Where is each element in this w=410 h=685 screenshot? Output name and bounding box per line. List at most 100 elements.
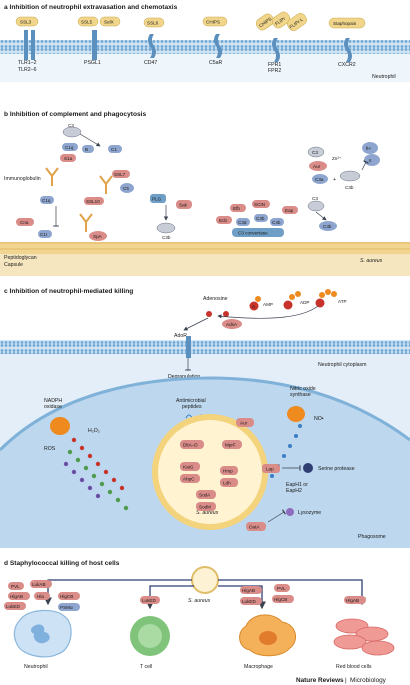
arrow-atp-to-adenosine bbox=[217, 305, 319, 319]
s1a-molecule bbox=[60, 154, 76, 162]
atp-label: ATP bbox=[338, 299, 347, 304]
immunoglobulin-shapes bbox=[45, 167, 113, 232]
journal-separator: | bbox=[345, 677, 347, 684]
dlta-d-label: DltA–D bbox=[183, 443, 198, 448]
aur-c-label: Aur bbox=[240, 421, 248, 426]
s1a-label: S1a bbox=[64, 156, 73, 161]
bacterial-interior-b bbox=[0, 254, 410, 276]
psgl1-receptor bbox=[92, 30, 97, 60]
fh-molecule bbox=[362, 142, 378, 154]
factor-ii bbox=[364, 154, 380, 166]
lysozyme-icon bbox=[286, 508, 294, 516]
c1q-label: C1q bbox=[42, 198, 51, 203]
arrow-c3 bbox=[79, 133, 101, 147]
c1-label: C1 bbox=[111, 147, 117, 152]
panel-b: b Inhibition of complement and phagocyto… bbox=[0, 111, 410, 276]
scin-label: SCIN bbox=[254, 202, 265, 207]
toxin-pvl-label: PVL bbox=[11, 584, 20, 589]
ros-dot bbox=[95, 461, 101, 467]
antibody-1 bbox=[45, 167, 59, 186]
spa-molecule bbox=[89, 231, 107, 241]
atp-p2 bbox=[325, 289, 331, 295]
fpr-receptor bbox=[272, 38, 280, 62]
toxin-ssl6-label: SSL6 bbox=[147, 21, 159, 26]
c3-right-label: C3 bbox=[312, 150, 318, 155]
nos-label-2: synthase bbox=[290, 392, 311, 398]
c1q-top-label: C1q bbox=[65, 145, 74, 150]
toxin-hlgab-rbc-label: HlgAB bbox=[346, 598, 359, 603]
eap-molecule bbox=[282, 206, 298, 214]
c5ar-receptor bbox=[214, 34, 222, 58]
c3b-conv-label: C3b bbox=[256, 216, 265, 221]
toxin-psma bbox=[58, 603, 80, 611]
sak-molecule bbox=[176, 200, 192, 209]
cna-label: Cna bbox=[20, 220, 29, 225]
toxin-staphopain bbox=[328, 17, 366, 29]
panel-a: a Inhibition of neutrophil extravasation… bbox=[0, 4, 410, 82]
c3-convertase bbox=[232, 228, 284, 237]
capsule-label: Capsule bbox=[4, 262, 23, 268]
toxin-chips bbox=[202, 16, 228, 27]
panel-c: c Inhibition of neutrophil-mediated kill… bbox=[0, 288, 410, 548]
no-dot bbox=[298, 424, 302, 428]
panel-d: d Staphylococcal killing of host cells S… bbox=[4, 560, 395, 670]
toxin-pvl-mac-label: PVL bbox=[277, 586, 286, 591]
cna-molecule bbox=[16, 218, 34, 226]
no-dot bbox=[282, 454, 286, 458]
no-dot bbox=[288, 444, 292, 448]
toxin-luked-mac bbox=[240, 597, 262, 605]
receptor-labels: TLR1–2 TLR2–6 PSGL1 CD47 C5aR FPR1 FPR2 … bbox=[18, 60, 356, 74]
aur-b bbox=[309, 161, 327, 171]
s-aureus-label-b: S. aureus bbox=[360, 258, 383, 264]
inhibit-lysozyme bbox=[267, 509, 287, 523]
lap-label: Lap bbox=[266, 467, 274, 472]
toxin-hlgab-mac-label: HlgAB bbox=[242, 588, 255, 593]
toxin-luked bbox=[4, 602, 26, 610]
ecb-label: Ecb bbox=[219, 218, 227, 223]
inhibit-fh bbox=[361, 160, 369, 171]
serine-protease-label: Serine protease bbox=[318, 466, 355, 472]
neutrophil-nucleus bbox=[31, 624, 50, 644]
toxin-lukab bbox=[30, 580, 52, 588]
h2o2-label: H₂O₂ bbox=[88, 428, 100, 434]
toxin-selx-label: SelX bbox=[104, 20, 114, 25]
c5-label: C5 bbox=[123, 186, 129, 191]
c3-convertase-label: C3 convertase bbox=[238, 231, 268, 236]
tlr-receptor-2 bbox=[31, 30, 35, 60]
s-aureus-center-label: S. aureus bbox=[188, 598, 211, 604]
ros-dots bbox=[63, 437, 129, 511]
c3a-label: C3a bbox=[315, 177, 324, 182]
mprf bbox=[222, 440, 242, 449]
receptor-label-tlr26: TLR2–6 bbox=[18, 67, 37, 73]
receptor-label-tlr12: TLR1–2 bbox=[18, 60, 37, 66]
ros-dot bbox=[63, 461, 69, 467]
cd47-receptor bbox=[148, 34, 156, 58]
adp-a bbox=[283, 300, 293, 310]
adenosine-label: Adenosine bbox=[203, 296, 228, 302]
ros-dot bbox=[95, 493, 101, 499]
toxin-hlgab bbox=[8, 592, 30, 600]
lysozyme-label: Lysozyme bbox=[298, 510, 321, 516]
nadph-label-2: oxidase bbox=[44, 404, 62, 410]
s-aureus-center bbox=[191, 566, 219, 594]
plus-sign: + bbox=[333, 177, 336, 183]
c5-molecule bbox=[120, 183, 134, 193]
efb-label: Efb bbox=[233, 206, 240, 211]
ros-dot bbox=[103, 469, 109, 475]
ahpc bbox=[180, 474, 200, 483]
toxin-luked-tcell-label: LukED bbox=[142, 598, 156, 603]
panel-d-title: d Staphylococcal killing of host cells bbox=[4, 560, 120, 567]
ssl10-label: SSL10 bbox=[86, 199, 100, 204]
c3a-molecule bbox=[312, 174, 328, 184]
panel-b-title: b Inhibition of complement and phagocyto… bbox=[4, 111, 146, 118]
peptidoglycan-label: Peptidoglycan bbox=[4, 255, 37, 261]
ros-dot bbox=[119, 485, 125, 491]
toxin-hlgcb-label: HlgCB bbox=[60, 594, 73, 599]
cxcr2-receptor bbox=[344, 38, 352, 62]
panel-c-title: c Inhibition of neutrophil-mediated kill… bbox=[4, 288, 133, 295]
ros-dot bbox=[75, 457, 81, 463]
toxin-ssl6 bbox=[143, 17, 165, 28]
c3b-bottom-label: C3b bbox=[323, 224, 332, 229]
c3d-molecule bbox=[236, 218, 250, 226]
arrow-to-macrophage bbox=[218, 585, 266, 610]
